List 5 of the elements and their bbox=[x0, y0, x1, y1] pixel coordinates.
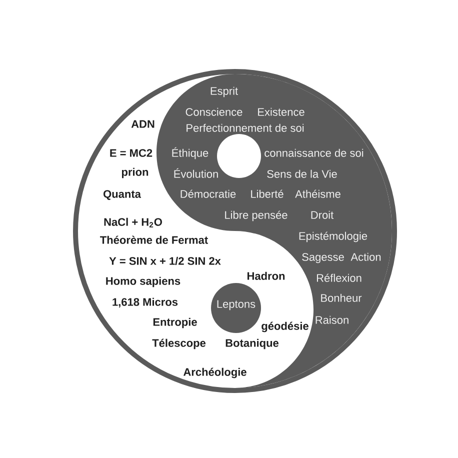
keyword: Quanta bbox=[104, 190, 142, 200]
keyword: ADN bbox=[131, 120, 154, 128]
keyword: E = MC2 bbox=[110, 149, 152, 157]
keyword: NaCl + H$_{2}$O bbox=[104, 218, 162, 228]
keyword: prion bbox=[122, 168, 148, 178]
